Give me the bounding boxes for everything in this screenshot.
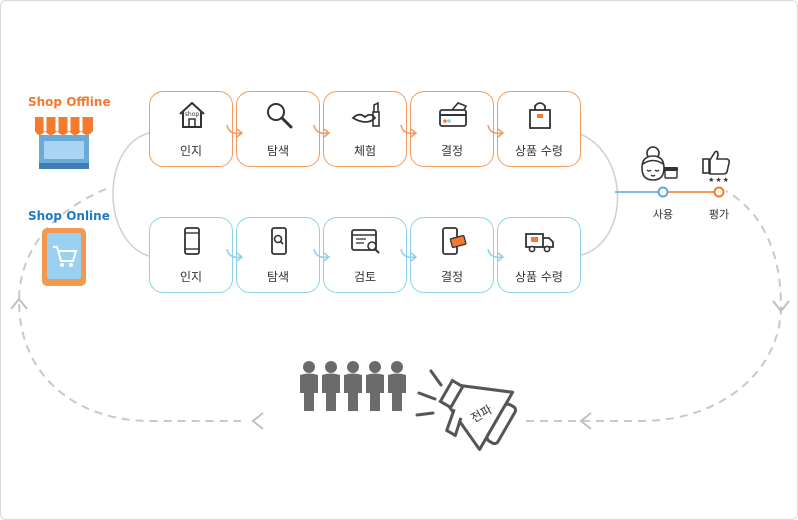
use-node bbox=[657, 186, 669, 198]
loop-chevron-left-right bbox=[579, 412, 592, 430]
person-icon bbox=[344, 361, 362, 411]
thumbs-up-icon bbox=[702, 150, 731, 175]
step-label: 상품 수령 bbox=[515, 144, 563, 158]
step-label: 상품 수령 bbox=[515, 270, 563, 284]
online-arrow-4 bbox=[487, 248, 505, 262]
online-step-decision: 결정 bbox=[410, 217, 494, 293]
step-label: 결정 bbox=[440, 270, 464, 284]
offline-arrow-2 bbox=[313, 124, 331, 138]
browser-search-icon bbox=[351, 229, 380, 254]
person-icon bbox=[300, 361, 318, 411]
shop-offline-title: Shop Offline bbox=[28, 95, 111, 109]
credit-card-icon bbox=[439, 102, 468, 127]
delivery-truck-icon bbox=[525, 233, 554, 253]
loop-chevron-left-bottom bbox=[251, 412, 264, 430]
step-label: 검토 bbox=[353, 270, 377, 284]
smartphone-icon bbox=[184, 227, 200, 255]
rating-stars: ★★★ bbox=[708, 176, 730, 184]
offline-arrow-1 bbox=[226, 124, 244, 138]
step-label: 인지 bbox=[179, 144, 203, 158]
crowd-icon bbox=[300, 361, 406, 411]
online-step-review: 검토 bbox=[323, 217, 407, 293]
online-arrow-3 bbox=[400, 248, 418, 262]
online-arrow-2 bbox=[313, 248, 331, 262]
online-step-receive: 상품 수령 bbox=[497, 217, 581, 293]
woman-skincare-icon bbox=[641, 146, 678, 181]
step-label: 인지 bbox=[179, 270, 203, 284]
step-label: 탐색 bbox=[266, 270, 290, 284]
magnifier-icon bbox=[267, 103, 293, 129]
right-channel-bracket bbox=[576, 132, 619, 257]
shopping-bag-icon bbox=[529, 102, 551, 129]
dashed-loop-bottom-right bbox=[526, 190, 783, 422]
shop-online-title: Shop Online bbox=[28, 209, 110, 223]
step-label: 체험 bbox=[353, 144, 377, 158]
offline-step-explore: 탐색 bbox=[236, 91, 320, 167]
shop-house-icon: shop bbox=[179, 102, 205, 128]
offline-arrow-4 bbox=[487, 124, 505, 138]
step-label: 결정 bbox=[440, 144, 464, 158]
phone-search-icon bbox=[271, 227, 287, 255]
person-icon bbox=[388, 361, 406, 411]
shop-sign-text: shop bbox=[185, 111, 200, 118]
use-label: 사용 bbox=[652, 208, 674, 221]
step-label: 탐색 bbox=[266, 144, 290, 158]
offline-step-decision: 결정 bbox=[410, 91, 494, 167]
megaphone-icon: 전파 bbox=[415, 369, 518, 451]
offline-step-awareness: shop 인지 bbox=[149, 91, 233, 167]
offline-step-receive: 상품 수령 bbox=[497, 91, 581, 167]
review-node bbox=[713, 186, 725, 198]
person-icon bbox=[366, 361, 384, 411]
online-step-awareness: 인지 bbox=[149, 217, 233, 293]
offline-arrow-3 bbox=[400, 124, 418, 138]
dashed-loop-left bbox=[17, 188, 241, 422]
offline-step-experience: 체험 bbox=[323, 91, 407, 167]
phone-card-icon bbox=[442, 227, 467, 255]
online-step-explore: 탐색 bbox=[236, 217, 320, 293]
loop-chevron-down-right bbox=[772, 300, 790, 313]
loop-chevron-up-left bbox=[10, 297, 28, 310]
left-channel-bracket bbox=[112, 132, 150, 257]
review-label: 평가 bbox=[708, 208, 730, 221]
person-icon bbox=[322, 361, 340, 411]
tablet-cart-icon bbox=[42, 228, 86, 286]
online-arrow-1 bbox=[226, 248, 244, 262]
lipstick-icon bbox=[351, 101, 380, 127]
storefront-icon bbox=[35, 117, 93, 169]
